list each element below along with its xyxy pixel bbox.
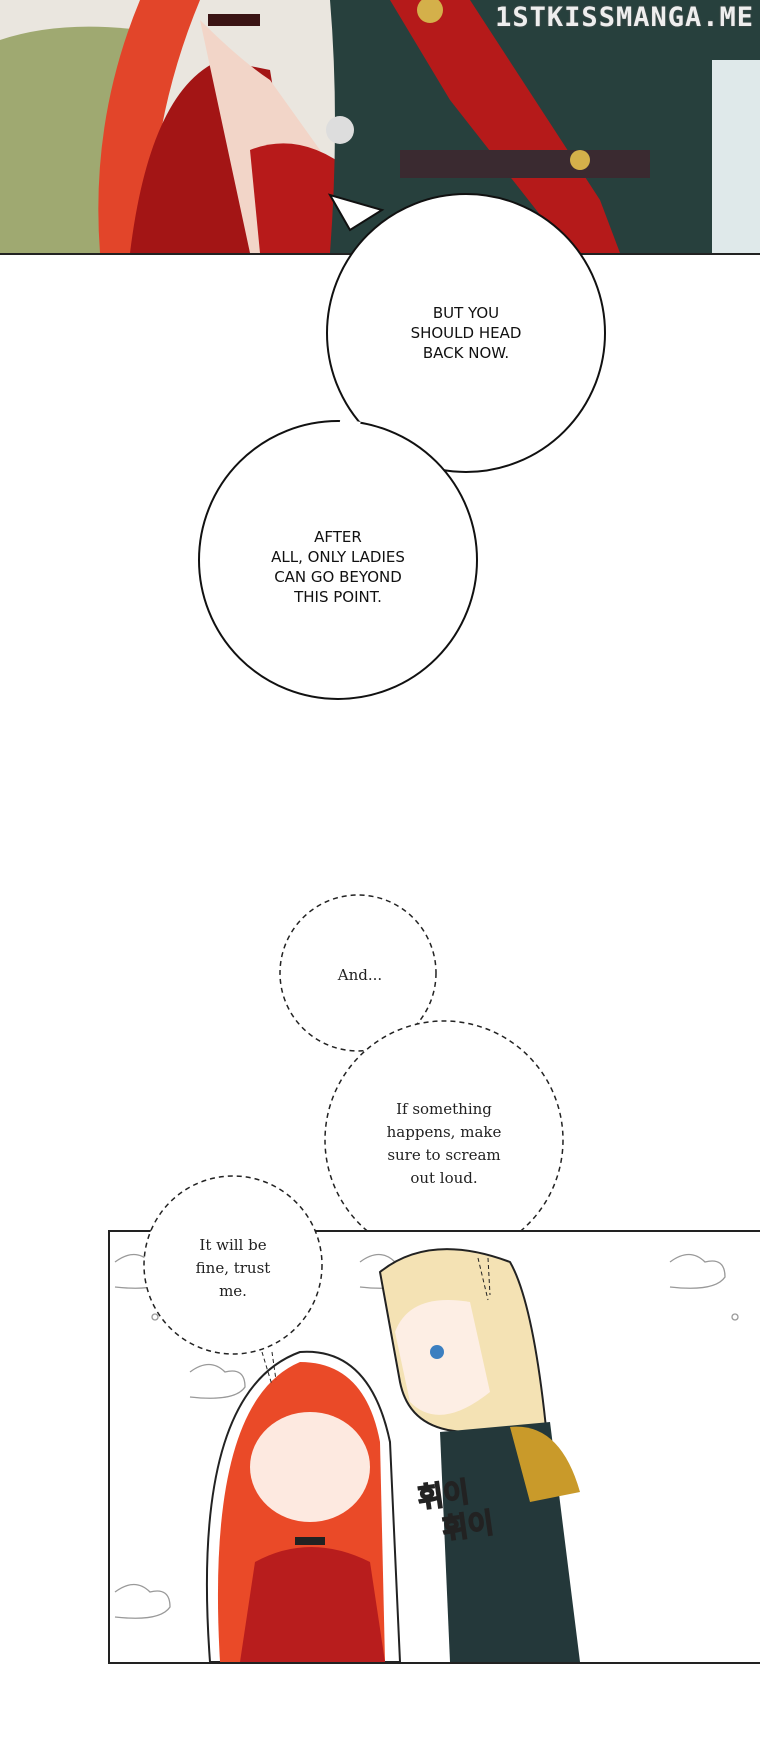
bubble-line: It will be <box>199 1236 267 1254</box>
sound-effect: 휘이 휘이 <box>415 1472 497 1549</box>
speech-bubble-2: AFTER ALL, ONLY LADIES CAN GO BEYOND THI… <box>248 527 428 607</box>
bubble-line: CAN GO BEYOND <box>274 568 402 586</box>
thought-bubble-fine: It will be fine, trust me. <box>173 1234 293 1303</box>
chibi-art <box>114 1248 739 1662</box>
thought-bubble-if-something: If something happens, make sure to screa… <box>364 1098 524 1190</box>
panel-art <box>0 0 760 253</box>
bottom-panel-illustration: 휘이 휘이 <box>108 1230 760 1664</box>
bubble-line: BUT YOU <box>432 304 500 322</box>
bubble-line: If something <box>396 1100 492 1118</box>
top-panel-illustration: 1STKISSMANGA.ME <box>0 0 760 255</box>
thought-bubble-and: And... <box>300 964 420 987</box>
bubble-line: sure to scream <box>387 1146 501 1164</box>
speech-bubble-1: BUT YOU SHOULD HEAD BACK NOW. <box>386 303 546 363</box>
bubble-line: me. <box>219 1282 247 1300</box>
bubble-line: fine, trust <box>195 1259 271 1277</box>
bubble-line: BACK NOW. <box>422 344 510 362</box>
bubble-line: AFTER <box>314 528 362 546</box>
bubble-line: And... <box>337 966 383 984</box>
sfx-line: 휘이 <box>439 1505 496 1546</box>
watermark: 1STKISSMANGA.ME <box>495 2 754 33</box>
bubble-line: out loud. <box>410 1169 478 1187</box>
bubble-line: THIS POINT. <box>294 588 382 606</box>
bubble-line: SHOULD HEAD <box>410 324 522 342</box>
bubble-line: ALL, ONLY LADIES <box>271 548 405 566</box>
bubble-line: happens, make <box>386 1123 502 1141</box>
